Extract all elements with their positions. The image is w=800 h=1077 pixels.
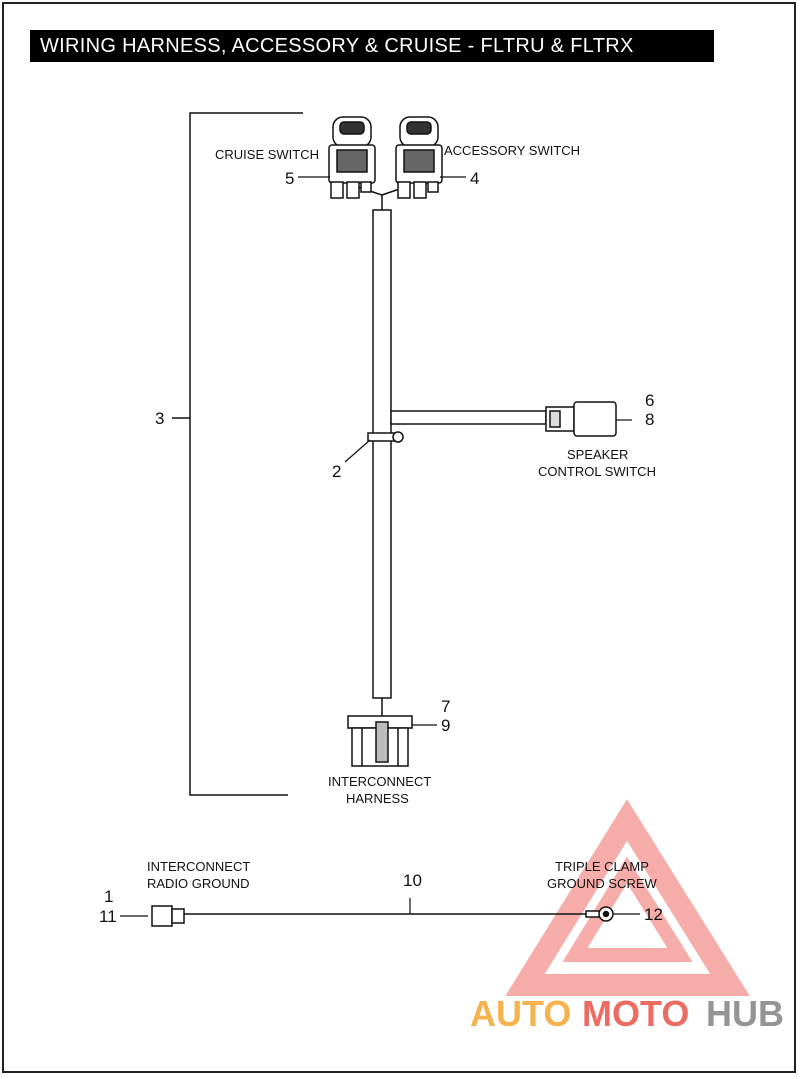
callout-1: 1	[104, 887, 113, 906]
cruise-switch-icon	[328, 116, 376, 199]
callout-2: 2	[332, 462, 341, 481]
callout-10: 10	[403, 871, 422, 890]
watermark-hub: HUB	[706, 993, 784, 1034]
triple-clamp-label-line2: GROUND SCREW	[547, 876, 658, 891]
interconnect-connector-icon	[347, 715, 413, 767]
watermark-logo	[505, 799, 750, 996]
interconnect-label-line2: HARNESS	[346, 791, 409, 806]
triple-clamp-label-line1: TRIPLE CLAMP	[555, 859, 649, 874]
speaker-connector-icon	[545, 401, 617, 437]
callout-12: 12	[644, 905, 663, 924]
callout-7: 7	[441, 697, 450, 716]
page-title: WIRING HARNESS, ACCESSORY & CRUISE - FLT…	[30, 30, 714, 62]
accessory-switch-label: ACCESSORY SWITCH	[444, 143, 580, 158]
speaker-label-line2: CONTROL SWITCH	[538, 464, 656, 479]
callout-9: 9	[441, 716, 450, 735]
watermark-moto: MOTO	[582, 993, 689, 1034]
callout-6: 6	[645, 391, 654, 410]
watermark-text: AUTO MOTO HUB	[470, 993, 784, 1034]
callout-8: 8	[645, 410, 654, 429]
callout-11: 11	[99, 907, 117, 926]
cruise-switch-label: CRUISE SWITCH	[215, 147, 319, 162]
speaker-label-line1: SPEAKER	[567, 447, 628, 462]
callout-leaders	[120, 176, 640, 917]
callout-3: 3	[155, 409, 164, 428]
callout-4: 4	[470, 169, 479, 188]
accessory-switch-icon	[395, 116, 443, 199]
harness-trunk	[354, 185, 547, 716]
watermark-auto: AUTO	[470, 993, 571, 1034]
radio-ground-label-line1: INTERCONNECT	[147, 859, 250, 874]
radio-ground-label-line2: RADIO GROUND	[147, 876, 250, 891]
interconnect-label-line1: INTERCONNECT	[328, 774, 431, 789]
harness-bracket	[172, 112, 303, 796]
radio-ground-wire	[151, 905, 614, 927]
callout-5: 5	[285, 169, 294, 188]
